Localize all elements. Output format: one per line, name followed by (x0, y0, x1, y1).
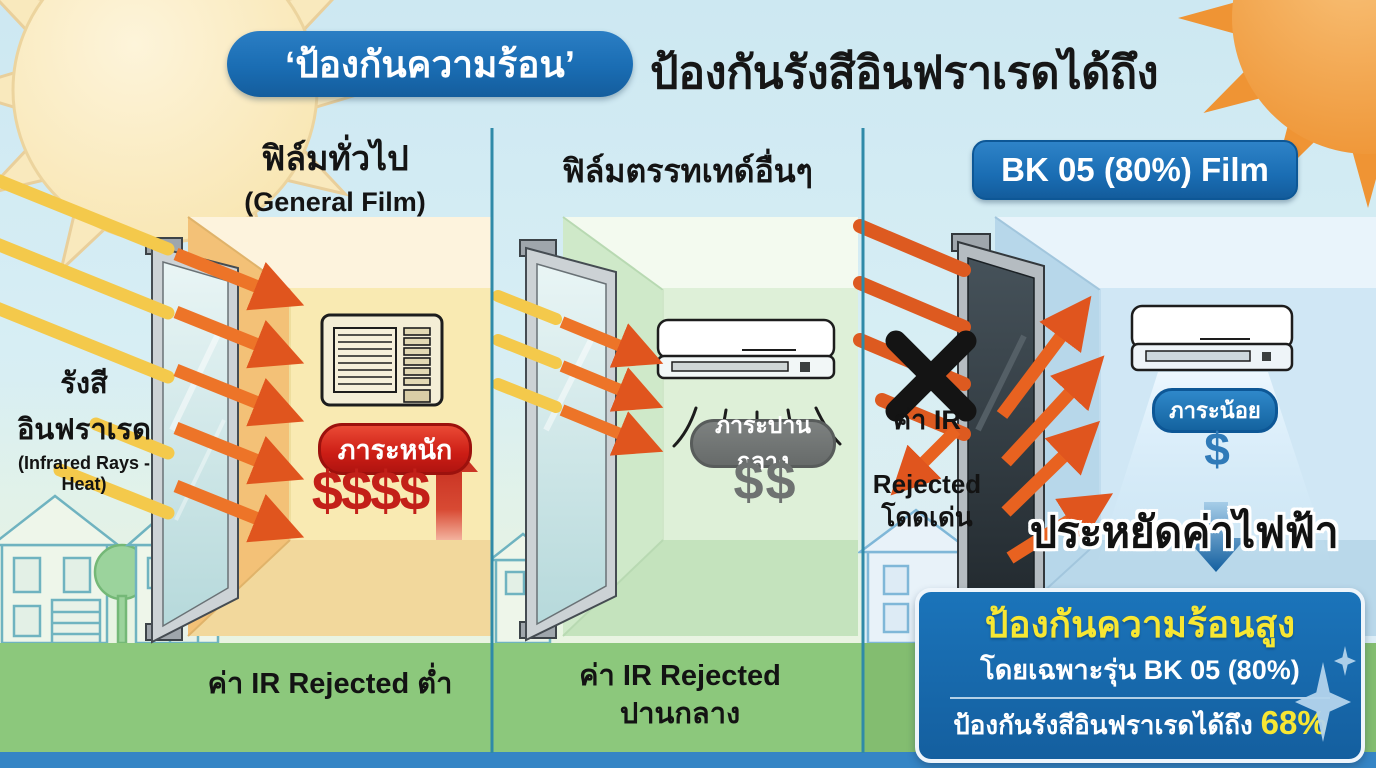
burden-badge-heavy: ภาระหนัก (318, 423, 472, 475)
ir-rejected-line1: Rejected (872, 469, 982, 499)
cost-indicator-medium: $$ (733, 451, 798, 511)
split-ac-unit-bk05-icon (1130, 304, 1294, 372)
infrared-rays-col2 (492, 290, 664, 456)
highlight-line1: ป้องกันความร้อนสูง (984, 604, 1296, 646)
column1-caption: ค่า IR Rejected ต่ำ (207, 668, 453, 700)
window-other-film (519, 239, 617, 642)
title-badge: ‘ป้องกันความร้อน’ (227, 31, 633, 97)
x-mark-icon (885, 330, 977, 422)
highlight-box: ป้องกันความร้อนสูง โดยเฉพาะรุ่น BK 05 (8… (915, 588, 1365, 763)
infrared-label-thai: รังสีอินฟราเรด (17, 368, 151, 446)
window-general-film (145, 237, 239, 644)
column1-header: ฟิล์มทั่วไป (General Film) (180, 131, 490, 218)
infrared-rays-col1 (0, 174, 305, 543)
page-title: ป้องกันรังสีอินฟราเรดได้ถึง (650, 47, 1159, 98)
cost-indicator-low: $ (1204, 423, 1230, 475)
burden-badge-medium: ภาระปานกลาง (690, 412, 836, 474)
ir-rejected-arrow (890, 425, 961, 496)
window-ac-unit-icon (320, 313, 444, 407)
highlight-divider (949, 696, 1331, 699)
column2-caption-line2: ปานกลาง (619, 697, 741, 730)
savings-label: ประหยัดค่าไฟฟ้า (1029, 509, 1339, 557)
column1-subtitle: (General Film) (244, 187, 426, 217)
split-ac-unit-icon (656, 318, 842, 454)
column2-caption: ค่า IR Rejected ปานกลาง (512, 658, 848, 733)
ir-rejected-line2: โดดเด่น (881, 501, 973, 532)
cost-indicator-high: $$$$ (311, 459, 431, 522)
infrared-label: รังสีอินฟราเรด (Infrared Rays - Heat) (0, 360, 168, 495)
column2-title: ฟิล์มตรรทเทด์อื่นๆ (562, 153, 813, 189)
burden-badge-low: ภาระน้อย (1152, 388, 1278, 433)
infrared-label-english: (Infrared Rays - Heat) (17, 453, 151, 494)
column2-caption-line1: ค่า IR Rejected (579, 660, 781, 692)
ir-value-label: ค่า IR (893, 405, 961, 435)
column1-title: ฟิล์มทั่วไป (261, 140, 409, 178)
ir-rejected-label: Rejected โดดเด่น (862, 468, 992, 533)
highlight-line2: โดยเฉพาะรุ่น BK 05 (80%) (980, 654, 1300, 685)
column3-title-badge: BK 05 (80%) Film (972, 140, 1298, 200)
highlight-line3-text: ป้องกันรังสีอินฟราเรดได้ถึง (953, 709, 1253, 740)
cost-down-arrow-icon (1186, 502, 1246, 572)
infrared-rays-col3-reflected (996, 295, 1114, 564)
